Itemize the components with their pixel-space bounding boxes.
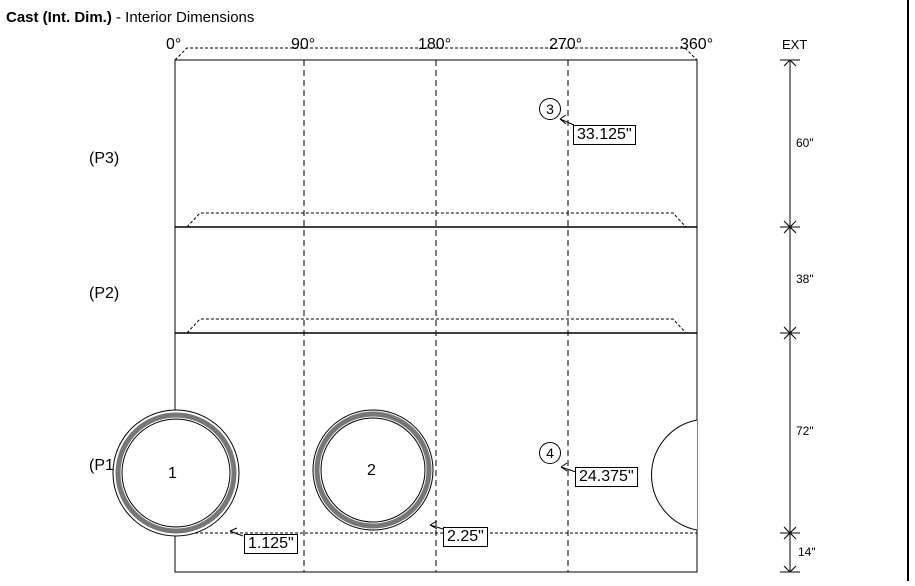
callout-3-value: 33.125" — [573, 125, 636, 145]
opening-2-offset-arrow — [429, 520, 444, 530]
page-title: Cast (Int. Dim.) - Interior Dimensions — [6, 9, 255, 26]
callout-4-value: 24.375" — [575, 467, 638, 487]
opening-360-half — [651, 419, 698, 531]
joint-bevel-p2 — [186, 318, 687, 334]
degree-label-180: 180° — [418, 36, 452, 53]
window-edge — [907, 0, 909, 581]
callout-4-arrow — [560, 462, 577, 473]
opening-1-inner — [121, 418, 231, 528]
opening-1-offset-arrow — [229, 527, 244, 537]
dim-label-base: 14" — [798, 545, 816, 559]
dim-label-p2: 38" — [796, 272, 814, 286]
joint-bevel-p3 — [186, 212, 687, 228]
panel-label-p2: (P2) — [89, 285, 120, 302]
ext-arrowheads — [783, 59, 797, 573]
dim-label-p1: 72" — [796, 424, 814, 438]
callout-3-number: 3 — [539, 98, 561, 120]
opening-2-offset: 2.25" — [443, 527, 488, 547]
top-bevel-line — [174, 47, 698, 61]
opening-2-label: 2 — [367, 462, 376, 479]
opening-2-inner — [320, 417, 426, 523]
panel-label-p3: (P3) — [89, 150, 120, 167]
callout-3-arrow — [559, 114, 575, 126]
panel-label-p1: (P1 — [89, 457, 114, 474]
dim-label-p3: 60" — [796, 136, 814, 150]
degree-label-0: 0° — [166, 36, 182, 53]
degree-label-270: 270° — [549, 36, 583, 53]
callout-4-number: 4 — [539, 442, 561, 464]
opening-1-offset: 1.125" — [244, 534, 298, 554]
opening-1-label: 1 — [168, 465, 177, 482]
degree-label-360: 360° — [680, 36, 714, 53]
degree-label-90: 90° — [291, 36, 316, 53]
ext-label: EXT — [782, 37, 808, 52]
